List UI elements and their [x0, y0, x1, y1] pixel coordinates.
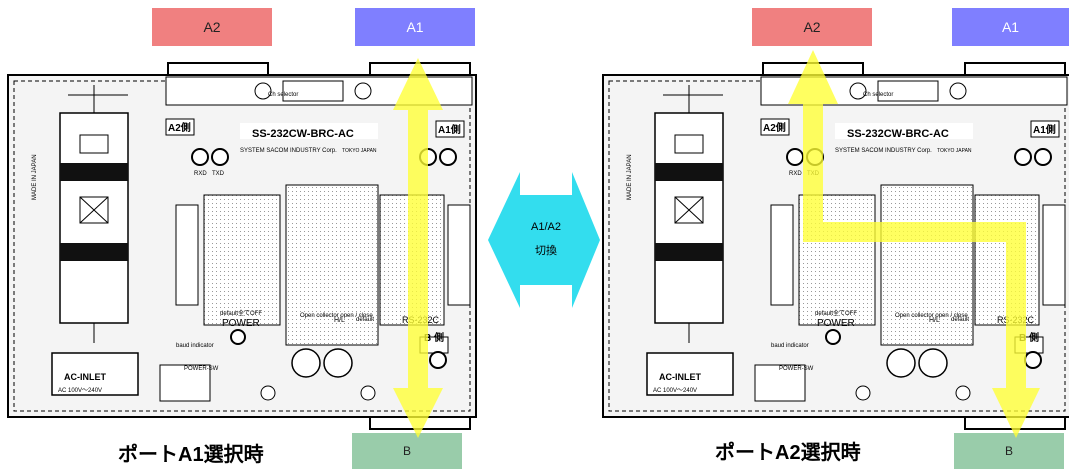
- ac-spec-label-right: AC 100V〜240V: [653, 388, 697, 394]
- rxd-label-right: RXD: [789, 171, 802, 177]
- port-b-label-left: B: [352, 433, 462, 469]
- side-b-label-left: B 側: [424, 331, 444, 344]
- side-a2-label-left: A2側: [168, 121, 191, 134]
- switch-arrow-line2: 切換: [535, 244, 557, 257]
- open-collector-label-left: Open collector open / close: [300, 313, 373, 319]
- ac-inlet-label-left: AC-INLET: [64, 372, 106, 382]
- ch-selector-label-right: Ch selector: [863, 92, 893, 98]
- maker-label-right: SYSTEM SACOM INDUSTRY Corp.: [835, 148, 932, 154]
- baud-indicator-label-left: baud indicator: [176, 343, 214, 349]
- default-all-off-label-left: default全てOFF: [220, 309, 262, 317]
- model-label-left: SS-232CW-BRC-AC: [252, 128, 354, 140]
- port-b-label-right: B: [954, 433, 1064, 469]
- ac-inlet-label-right: AC-INLET: [659, 372, 701, 382]
- default-label-right: default: [951, 317, 969, 323]
- txd-label-left: TXD: [212, 171, 225, 177]
- default-all-off-label-right: default全てOFF: [815, 309, 857, 317]
- side-a2-label-right: A2側: [763, 121, 786, 134]
- tokyo-label-right: TOKYO JAPAN: [937, 148, 972, 154]
- power-label-right: POWER: [817, 318, 855, 329]
- port-a1-label-right: A1: [952, 8, 1069, 46]
- baud-indicator-label-right: baud indicator: [771, 343, 809, 349]
- rxd-label-left: RXD: [194, 171, 207, 177]
- tokyo-label-left: TOKYO JAPAN: [342, 148, 377, 154]
- side-a1-label-right: A1側: [1033, 123, 1056, 136]
- maker-label-left: SYSTEM SACOM INDUSTRY Corp.: [240, 148, 337, 154]
- caption-a1-selected: ポートA1選択時: [118, 444, 264, 466]
- default-label-left: default: [356, 317, 374, 323]
- switch-arrow: A1/A2 切換: [488, 172, 600, 308]
- model-label-right: SS-232CW-BRC-AC: [847, 128, 949, 140]
- made-in-label-right: MADE IN JAPAN: [627, 154, 633, 200]
- signal-path-a1-b: [393, 58, 443, 438]
- made-in-label-left: MADE IN JAPAN: [32, 154, 38, 200]
- switch-arrow-shape: [488, 172, 600, 308]
- signal-path-a2-b: [788, 50, 1040, 438]
- switch-arrow-line1: A1/A2: [531, 221, 561, 233]
- side-a1-label-left: A1側: [438, 123, 461, 136]
- hl-label-left: H/L: [334, 317, 345, 324]
- ch-selector-label-left: Ch selector: [268, 92, 298, 98]
- port-a1-label-left: A1: [355, 8, 475, 46]
- port-a2-label-right: A2: [752, 8, 872, 46]
- power-sw-label-left: POWER-SW: [184, 366, 219, 372]
- port-a2-label-left: A2: [152, 8, 272, 46]
- caption-a2-selected: ポートA2選択時: [715, 442, 861, 464]
- ac-spec-label-left: AC 100V〜240V: [58, 388, 102, 394]
- power-label-left: POWER: [222, 318, 260, 329]
- hl-label-right: H/L: [929, 317, 940, 324]
- open-collector-label-right: Open collector open / close: [895, 313, 968, 319]
- power-sw-label-right: POWER-SW: [779, 366, 814, 372]
